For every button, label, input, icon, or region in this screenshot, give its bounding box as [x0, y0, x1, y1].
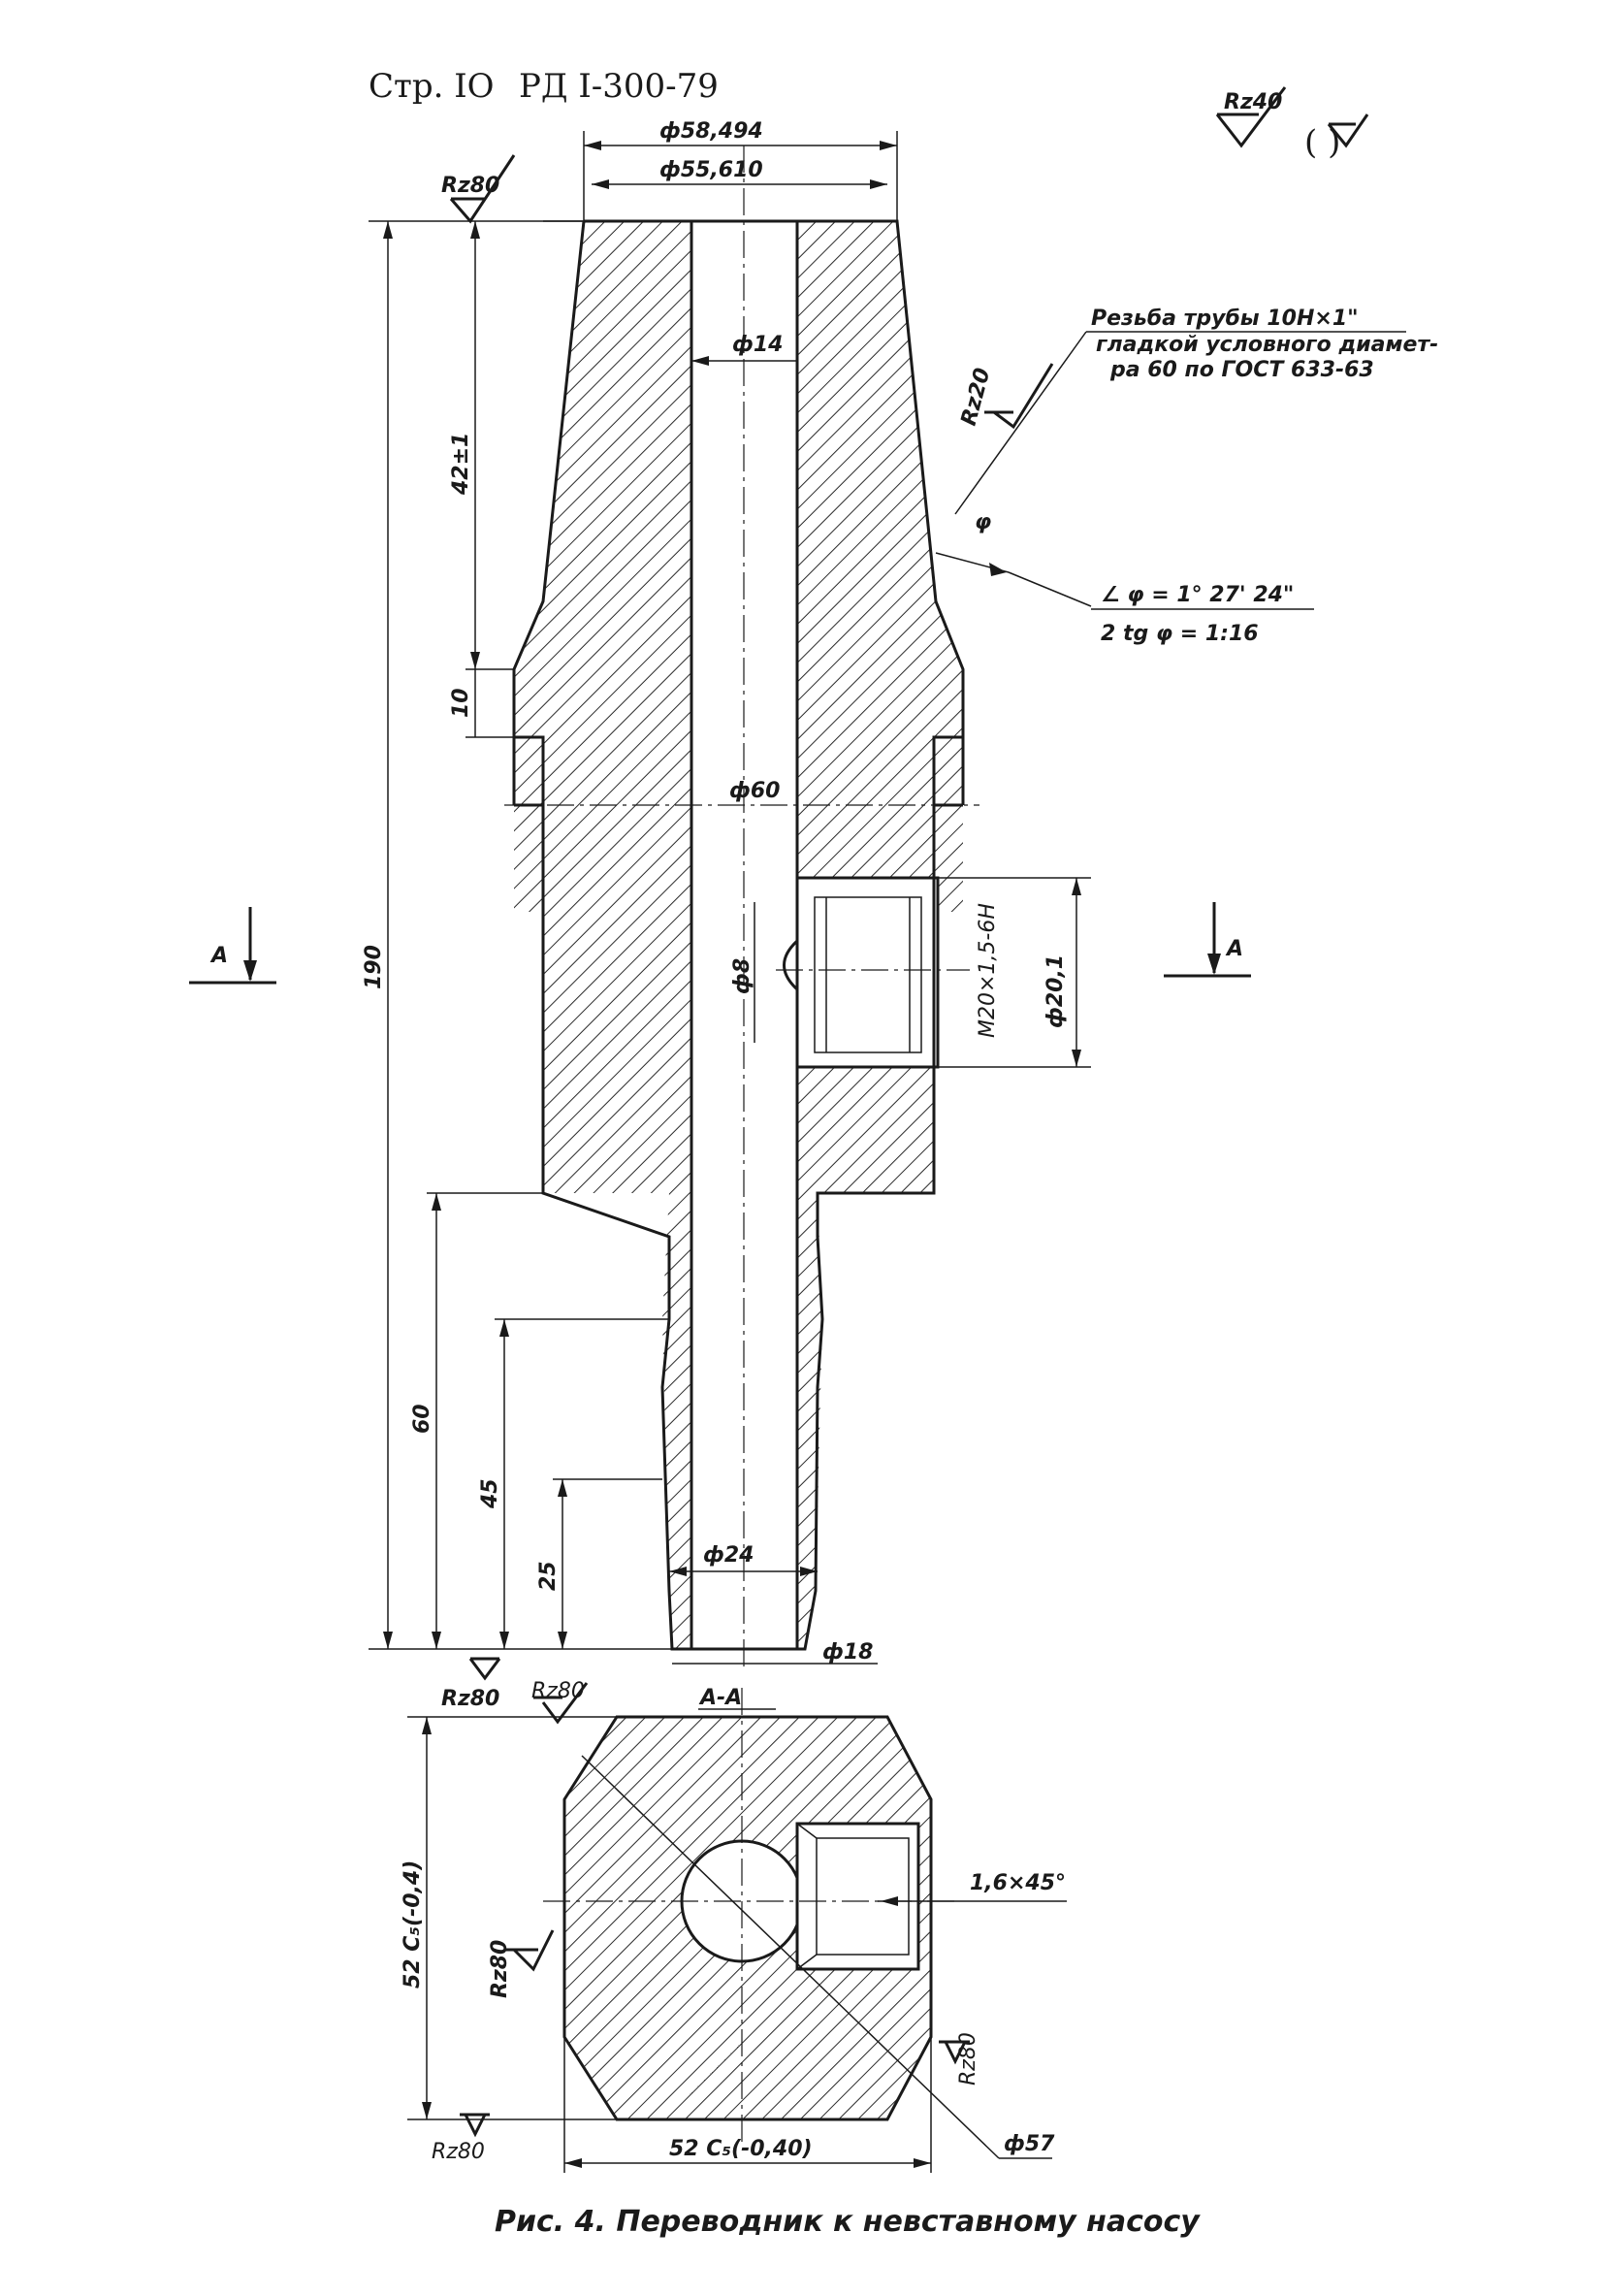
thread-note-line1: Резьба трубы 10Н×1"	[1091, 307, 1359, 331]
roughness-symbols: Rz80 Rz20 Rz80 Rz80 Rz80 Rz80	[432, 154, 1054, 2164]
svg-text:Rz80: Rz80	[441, 174, 499, 198]
svg-text:Rz20: Rz20	[957, 366, 996, 429]
header: Стр. IO РД I-300-79 Rz40 ( )	[369, 67, 1369, 162]
dim-cone-length: 42±1	[449, 433, 473, 496]
left-hatch	[514, 221, 691, 1649]
thread-note-line3: ра 60 по ГОСТ 633-63	[1109, 358, 1374, 382]
dim-small-diameter: ф24	[703, 1543, 754, 1568]
roughness-section-left: Rz80	[488, 1929, 555, 1998]
dim-bore-diameter: ф14	[732, 333, 783, 357]
cross-section-view: А-А 1,6×45° ф57 52 С₅(-0,4)	[401, 1686, 1067, 2173]
main-section-view	[504, 146, 979, 1668]
section-diagonal-leader	[581, 1755, 1000, 2159]
svg-text:A: A	[1225, 937, 1243, 961]
dim-hole-diameter: ф8	[730, 958, 754, 994]
dim-total-length: 190	[362, 945, 386, 989]
dim-step-length: 10	[449, 688, 473, 718]
section-thread-hole	[795, 1822, 920, 1971]
svg-text:A: A	[209, 944, 228, 968]
dim-length-60: 60	[410, 1404, 434, 1434]
roughness-bottom-mid: Rz80	[531, 1679, 589, 1725]
section-title: А-А	[698, 1686, 742, 1710]
dimensions-main: ф58,494 ф55,610 ф14 ф60 ф8 ф20,1 М20×1,5…	[362, 119, 1091, 1665]
svg-text:Rz80: Rz80	[488, 1940, 512, 1998]
angle-note-line2: 2 tg φ = 1:16	[1101, 622, 1259, 646]
thread-note: Резьба трубы 10Н×1" гладкой условного ди…	[954, 307, 1438, 515]
dim-top-outer-diameter: ф58,494	[659, 119, 763, 144]
svg-text:Rz80: Rz80	[531, 1679, 585, 1703]
section-marker-right: A	[1164, 902, 1251, 978]
svg-text:Rz80: Rz80	[956, 2032, 980, 2086]
section-marker-left: A	[189, 907, 276, 985]
thread-note-line2: гладкой условного диамет-	[1096, 333, 1438, 357]
roughness-section-right: Rz80	[939, 2032, 980, 2086]
svg-text:Rz80: Rz80	[432, 2140, 485, 2164]
section-outline	[562, 1715, 933, 2121]
general-roughness-bracket: ( )	[1304, 123, 1340, 162]
roughness-cone: Rz20	[957, 363, 1054, 430]
svg-text:Rz80: Rz80	[441, 1687, 499, 1711]
roughness-top: Rz80	[441, 154, 516, 224]
angle-note: φ ∠ φ = 1° 27' 24" 2 tg φ = 1:16	[935, 510, 1314, 646]
section-height: 52 С₅(-0,4)	[401, 1860, 425, 1989]
general-roughness-symbol: Rz40 ( )	[1215, 86, 1369, 162]
figure-caption: Рис. 4. Переводник к невставному насосу	[495, 2205, 1201, 2239]
dim-collar-diameter: ф60	[729, 779, 780, 803]
outer-contour	[512, 219, 965, 1651]
side-hole-cutout	[797, 878, 938, 1067]
dim-length-25: 25	[536, 1561, 561, 1591]
dim-length-45: 45	[478, 1478, 502, 1509]
dim-side-thread: М20×1,5-6Н	[976, 903, 1000, 1038]
section-width: 52 С₅(-0,40)	[669, 2137, 813, 2161]
roughness-section-bottom: Rz80	[432, 2113, 490, 2164]
angle-note-line1: ∠ φ = 1° 27' 24"	[1101, 583, 1294, 607]
document-number: РД I-300-79	[519, 67, 719, 106]
dim-side-thread-outer: ф20,1	[1043, 954, 1068, 1028]
page-number: Стр. IO	[369, 67, 495, 106]
general-roughness-label: Rz40	[1224, 90, 1282, 114]
dim-tip-diameter: ф18	[822, 1640, 873, 1665]
roughness-bottom-left: Rz80	[441, 1657, 501, 1711]
section-diameter: ф57	[1004, 2132, 1055, 2156]
section-chamfer: 1,6×45°	[970, 1871, 1066, 1895]
side-threaded-hole	[754, 876, 970, 1069]
dim-top-inner-diameter: ф55,610	[659, 158, 763, 182]
angle-phi-label: φ	[975, 510, 991, 534]
